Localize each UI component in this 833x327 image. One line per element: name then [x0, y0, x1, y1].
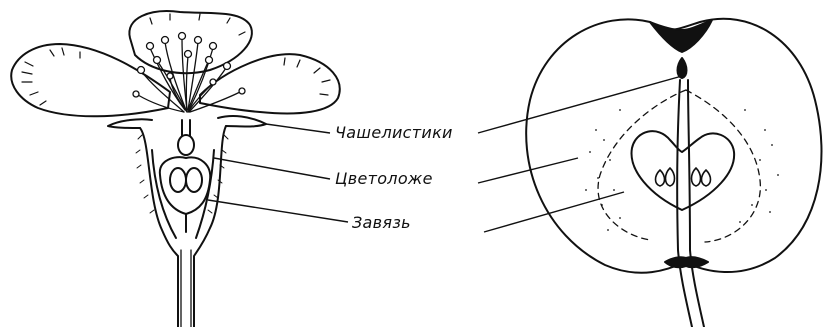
- apple-section-drawing: [526, 19, 821, 327]
- label-sepals: Чашелистики: [335, 123, 453, 142]
- sepals-leader-left: [266, 124, 330, 133]
- label-receptacle: Цветоложе: [335, 169, 433, 188]
- receptacle-leader-left: [214, 158, 330, 179]
- ovule-left: [170, 168, 186, 192]
- ovule-right: [186, 168, 202, 192]
- right-sepal: [218, 116, 266, 127]
- stalk-base: [665, 257, 708, 267]
- flower-section-drawing: [11, 11, 339, 327]
- stigma-base: [178, 135, 194, 155]
- ovary-leader-left: [208, 200, 348, 222]
- left-sepal: [108, 119, 152, 128]
- top-petal: [129, 11, 252, 73]
- stalk-inner-lines: [181, 250, 191, 327]
- label-ovary: Завязь: [352, 213, 411, 232]
